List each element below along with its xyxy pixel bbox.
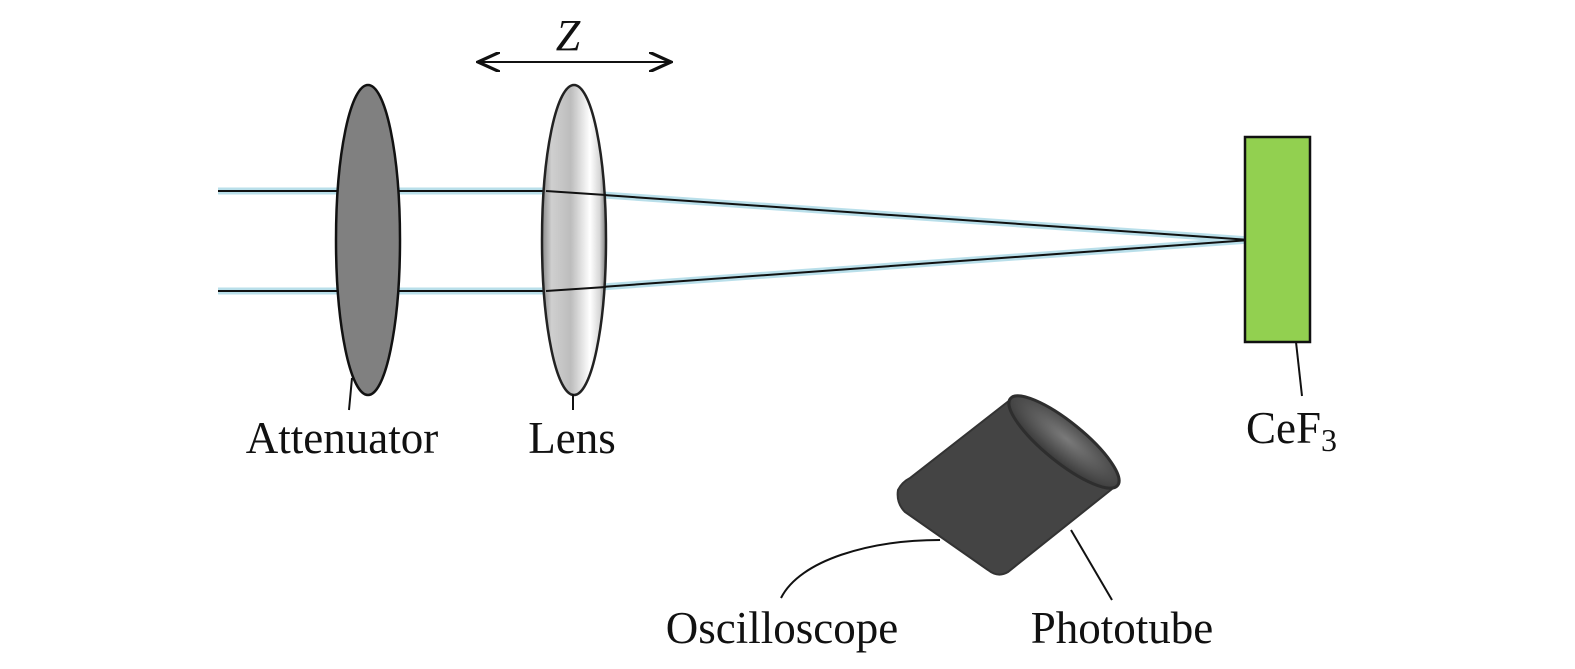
phototube-label: Phototube bbox=[1031, 603, 1214, 653]
lens-label: Lens bbox=[528, 413, 615, 463]
oscilloscope-label: Oscilloscope bbox=[666, 603, 898, 653]
phototube-leader-line bbox=[1070, 529, 1113, 601]
cef3-label-main: CeF bbox=[1246, 403, 1321, 453]
oscilloscope-cable bbox=[780, 539, 941, 599]
attenuator bbox=[334, 83, 402, 397]
cef3-leader-line bbox=[1295, 341, 1303, 397]
attenuator-leader-line bbox=[348, 377, 353, 411]
phototube bbox=[896, 394, 1121, 576]
cef3-label: CeF3 bbox=[1246, 403, 1337, 458]
lens bbox=[540, 83, 608, 397]
cef3-crystal bbox=[1243, 135, 1312, 344]
z-label: Z bbox=[556, 11, 581, 60]
attenuator-label: Attenuator bbox=[246, 413, 438, 463]
beam-through-lens bbox=[545, 190, 607, 292]
cef3-label-subscript: 3 bbox=[1321, 422, 1337, 458]
